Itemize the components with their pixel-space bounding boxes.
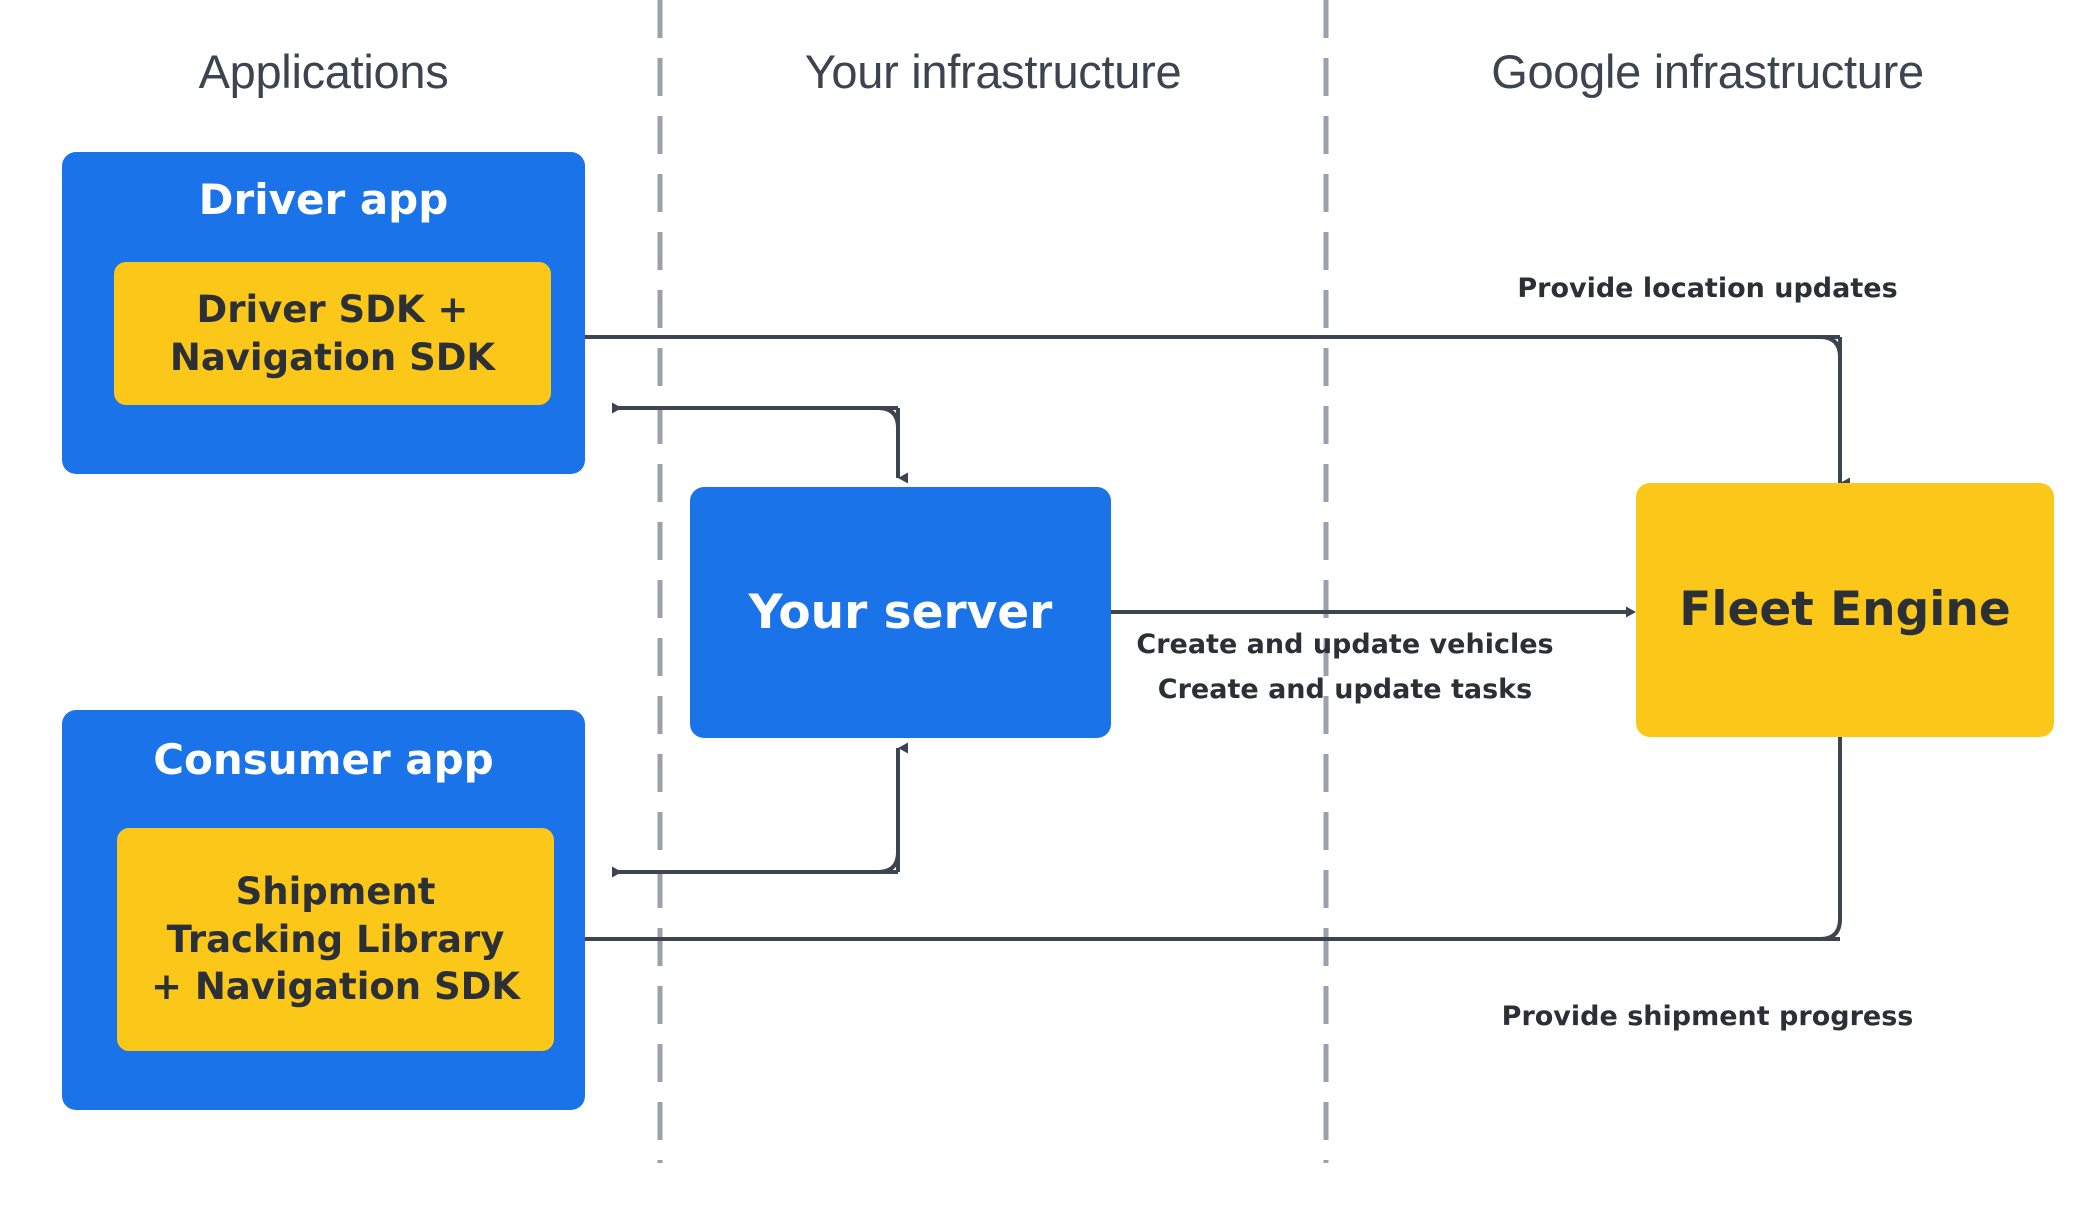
wire-consumer-server-corner <box>877 851 900 874</box>
edge-label-provide-shipment-progress: Provide shipment progress <box>1501 1001 1914 1032</box>
driver-app-box[interactable]: Driver app Driver SDK + Navigation SDK <box>62 152 585 474</box>
edge-label-provide-location-updates: Provide location updates <box>1517 273 1898 304</box>
driver-sdk-box[interactable]: Driver SDK + Navigation SDK <box>114 262 551 405</box>
wire-shipment-progress-corner <box>1819 918 1842 941</box>
consumer-app-title: Consumer app <box>153 735 494 784</box>
shipment-tracking-sdk-box[interactable]: Shipment Tracking Library + Navigation S… <box>117 828 554 1051</box>
edge-label-create-update-tasks: Create and update tasks <box>1157 674 1533 705</box>
fleet-engine-box[interactable]: Fleet Engine <box>1636 483 2054 737</box>
driver-sdk-label: Driver SDK + Navigation SDK <box>169 288 496 379</box>
shipment-tracking-sdk-label: Shipment Tracking Library + Navigation S… <box>150 870 521 1009</box>
fleet-engine-label: Fleet Engine <box>1679 582 2011 638</box>
wire-driver-server-corner <box>877 406 900 429</box>
your-server-box[interactable]: Your server <box>690 487 1111 738</box>
your-server-label: Your server <box>748 584 1053 640</box>
driver-app-title: Driver app <box>198 175 449 224</box>
wire-location-updates-corner <box>1819 335 1842 358</box>
column-header-applications: Applications <box>198 45 449 98</box>
consumer-app-box[interactable]: Consumer app Shipment Tracking Library +… <box>62 710 585 1110</box>
column-header-google-infrastructure: Google infrastructure <box>1491 45 1924 98</box>
column-header-your-infrastructure: Your infrastructure <box>804 45 1182 98</box>
edge-label-create-update-vehicles: Create and update vehicles <box>1136 629 1554 660</box>
